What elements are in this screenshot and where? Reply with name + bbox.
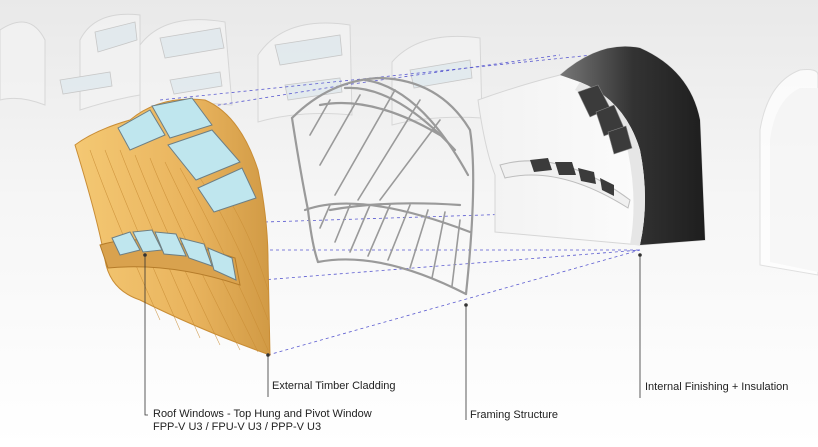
label-roof-windows: Roof Windows - Top Hung and Pivot Window… xyxy=(153,408,372,434)
background-modules xyxy=(0,13,818,276)
label-internal-finishing: Internal Finishing + Insulation xyxy=(645,381,789,393)
label-external-timber-cladding: External Timber Cladding xyxy=(272,380,396,392)
external-timber-cladding xyxy=(74,97,271,356)
roof-windows-models: FPP-V U3 / FPU-V U3 / PPP-V U3 xyxy=(153,421,322,433)
label-framing-structure: Framing Structure xyxy=(470,409,559,421)
alignment-guides xyxy=(159,49,641,356)
internal-finishing-shell xyxy=(477,46,706,246)
leader-lines xyxy=(144,255,641,420)
leader-dots xyxy=(143,253,642,357)
roof-windows-title: Roof Windows - Top Hung and Pivot Window xyxy=(153,408,372,420)
framing-structure xyxy=(290,76,475,296)
